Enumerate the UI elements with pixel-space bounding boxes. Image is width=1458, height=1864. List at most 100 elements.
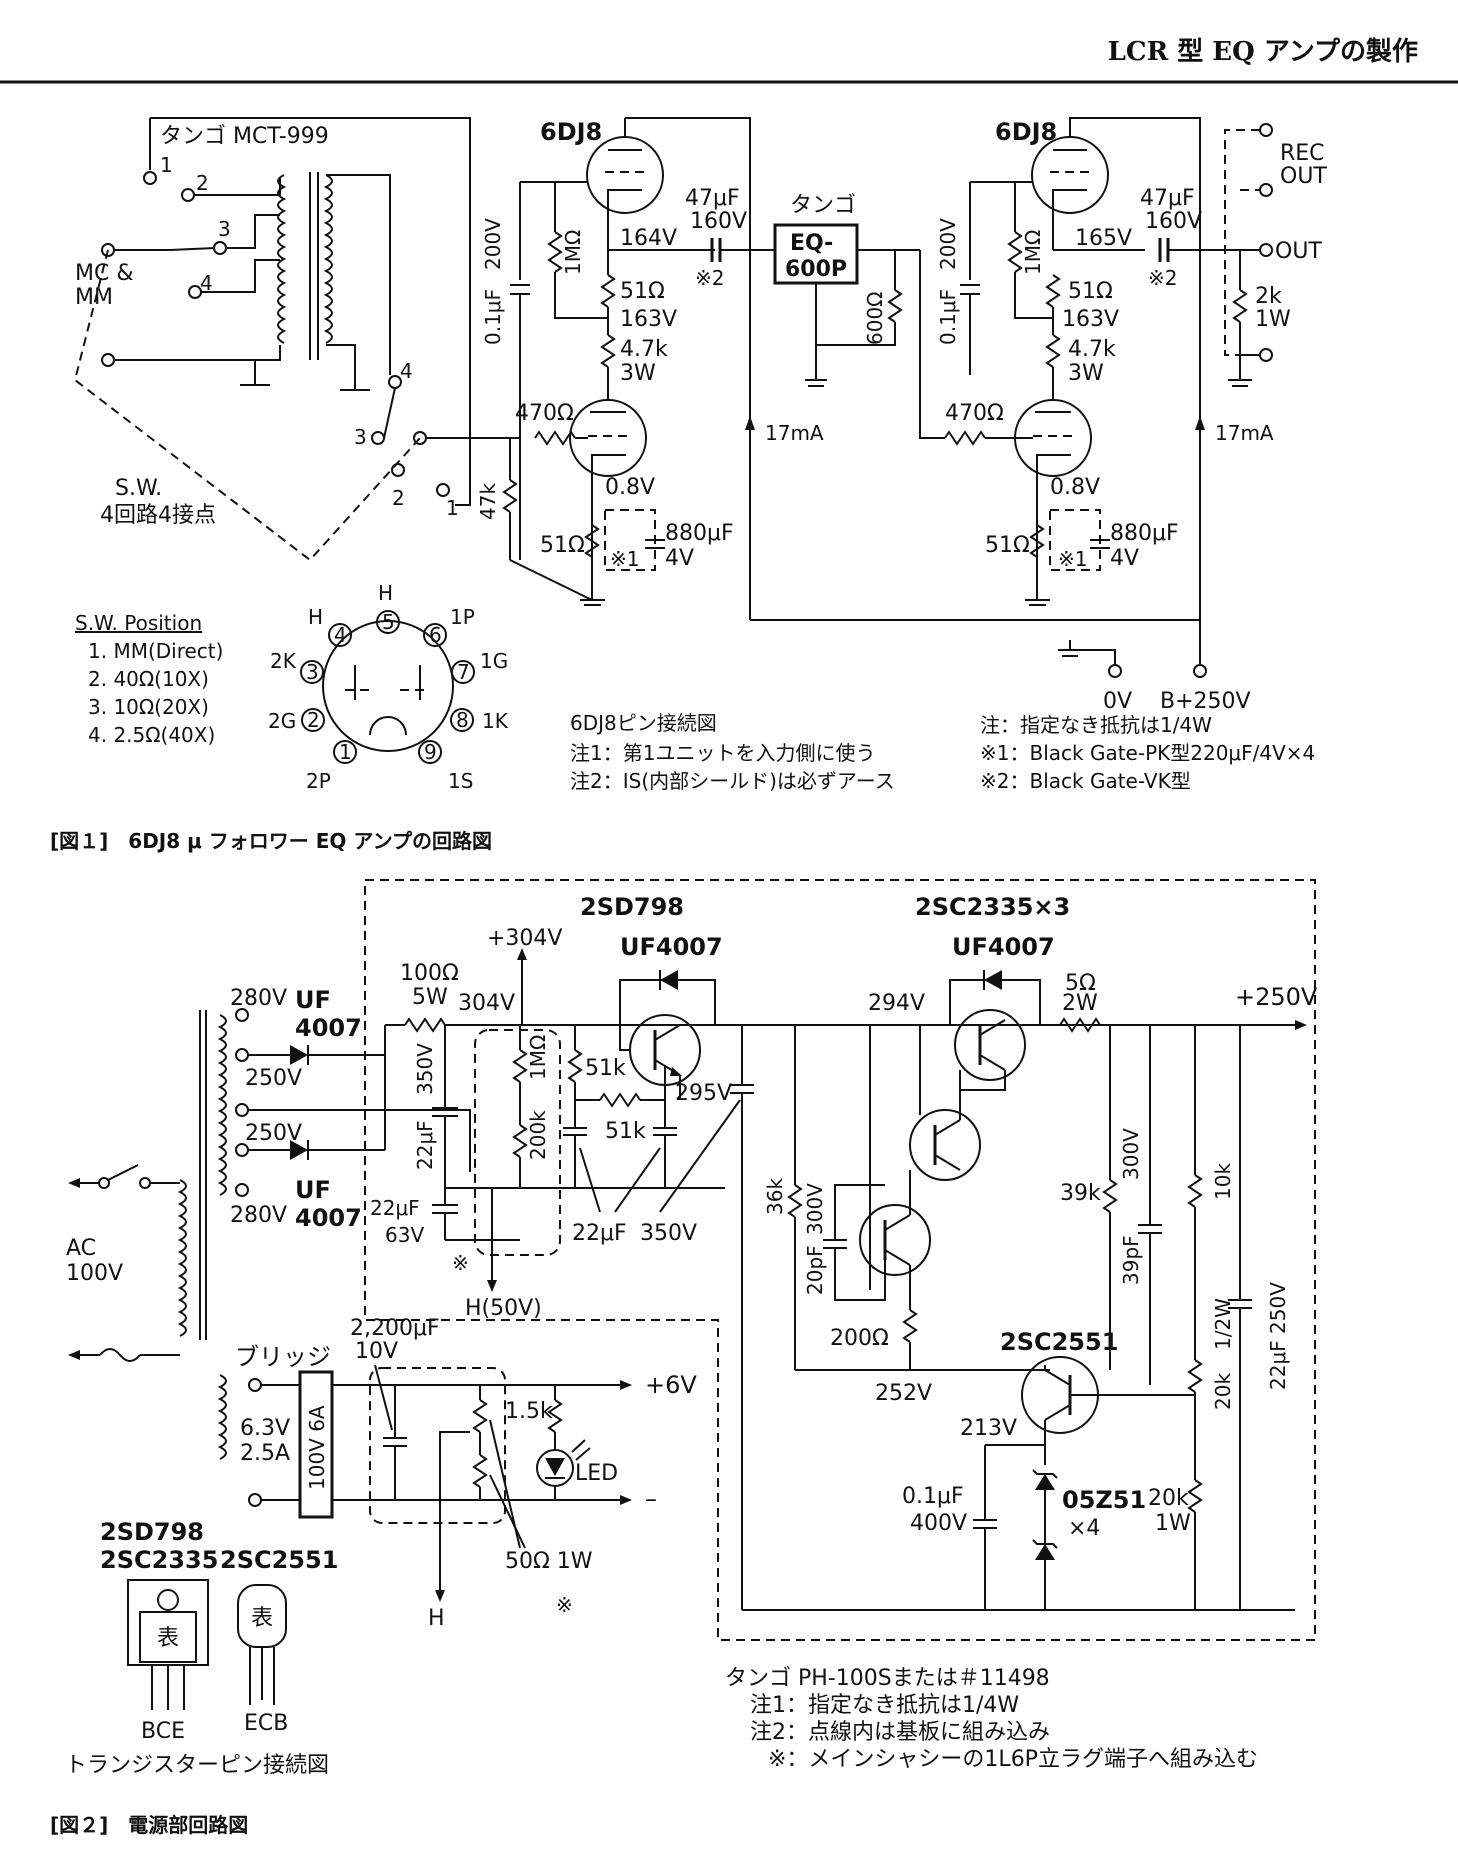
r10k-label: 10k xyxy=(1211,1163,1235,1200)
v295-label: 295V xyxy=(675,1081,732,1106)
input-tap-4: 4 xyxy=(200,271,213,295)
c2200-label: 2,200μF xyxy=(350,1316,440,1341)
c300b-label: 300V xyxy=(1119,1128,1143,1180)
pin-note-title: 6DJ8ピン接続図 xyxy=(570,711,717,735)
current-1: 17mA xyxy=(765,421,824,445)
out-label: OUT xyxy=(1275,239,1322,264)
plus250-label: +250V xyxy=(1235,983,1318,1011)
v08-value: 0.8V xyxy=(605,475,655,500)
pin-label-7: 1G xyxy=(480,649,508,673)
input-tap-3: 3 xyxy=(218,217,231,241)
r51k-a: 51k xyxy=(585,1056,626,1081)
ac-label-1: AC xyxy=(66,1236,96,1261)
switch-label-2: 4回路4接点 xyxy=(100,503,216,528)
pin-number-2: 2 xyxy=(307,708,320,732)
v280b: 280V xyxy=(230,1203,287,1228)
r51b-value: 51Ω xyxy=(540,533,585,558)
c47b-voltage: 160V xyxy=(1145,209,1202,234)
c63-voltage: 63V xyxy=(385,1223,424,1247)
transformer-secondary-coil xyxy=(323,174,333,344)
minus-6v-label: – xyxy=(645,1485,657,1513)
pinout-title: トランジスターピン接続図 xyxy=(65,1753,329,1778)
c880-voltage: 4V xyxy=(665,546,694,571)
mc-mm-label-2: MM xyxy=(75,285,113,310)
r200-label: 200Ω xyxy=(830,1326,889,1351)
pin-label-1: 2P xyxy=(306,769,331,793)
r12w-label: 1/2W xyxy=(1211,1298,1235,1350)
uf4007-a-label: UF4007 xyxy=(620,933,723,961)
c22-350-label: 22μF xyxy=(572,1221,627,1246)
figure-1: タンゴ MCT-999 1 2 3 4 MC & MM xyxy=(50,117,1327,853)
figure-1-caption: [図１] 6DJ8 μ フォロワー EQ アンプの回路図 xyxy=(50,829,492,853)
r470-value: 470Ω xyxy=(515,401,574,426)
r51k-b: 51k xyxy=(605,1119,646,1144)
c22-63: 22μF xyxy=(370,1196,420,1220)
v250a: 250V xyxy=(245,1066,302,1091)
pinout-right-face: 表 xyxy=(251,1606,273,1631)
ac-label-2: 100V xyxy=(66,1261,123,1286)
r1m-value: 1MΩ xyxy=(561,230,585,275)
transistor-2sd798-label: 2SD798 xyxy=(580,893,684,921)
power-transformer xyxy=(177,1010,227,1460)
c880b-note: ※1 xyxy=(1058,547,1087,571)
r50-note: ※ xyxy=(556,1593,573,1617)
plus6v-label: +6V xyxy=(645,1371,697,1399)
pinout-right-name: 2SC2551 xyxy=(220,1546,338,1574)
r47kb-watt: 3W xyxy=(1068,361,1104,386)
ast-h50: ※ xyxy=(452,1251,469,1275)
minus-rail-label: – xyxy=(1250,1595,1262,1623)
rec-out-label-2: OUT xyxy=(1280,164,1327,189)
c47-value: 47μF xyxy=(685,186,740,211)
transistor-2sc2335-c xyxy=(859,1204,931,1276)
tube-6dj8-2-upper xyxy=(1031,136,1109,214)
pinout-left-pins: BCE xyxy=(141,1719,185,1744)
switch-label-1: S.W. xyxy=(115,476,162,501)
pin-label-9: 1S xyxy=(448,769,473,793)
tube-6dj8-1-upper xyxy=(586,136,664,214)
r600-value: 600Ω xyxy=(863,292,887,345)
fig2-note-2: 注2：点線内は基板に組み込み xyxy=(750,1720,1050,1745)
r100-value: 100Ω xyxy=(400,961,459,986)
eq-label-1: タンゴ xyxy=(790,193,856,218)
v163b-value: 163V xyxy=(1062,307,1119,332)
plus304-label: +304V xyxy=(487,926,562,951)
figure-2-caption: [図２] 電源部回路図 xyxy=(50,1813,248,1837)
r5-label: 5Ω xyxy=(1065,971,1096,996)
current-2: 17mA xyxy=(1215,421,1274,445)
v163-value: 163V xyxy=(620,307,677,332)
eq-label-3: 600P xyxy=(785,257,847,282)
transistor-2sc2335-label: 2SC2335×3 xyxy=(915,893,1070,921)
transistor-2sd798 xyxy=(629,1014,701,1086)
pin-number-6: 6 xyxy=(429,623,442,647)
r1m2-value: 1MΩ xyxy=(1021,230,1045,275)
bridge-label: ブリッジ xyxy=(235,1343,331,1371)
sw-position-3: 3. 10Ω(20X) xyxy=(88,695,209,719)
v294-label: 294V xyxy=(868,991,925,1016)
c01b-label: 0.1μF xyxy=(902,1484,964,1509)
v400-label: 400V xyxy=(910,1511,967,1536)
pinout-left-face: 表 xyxy=(157,1626,179,1651)
pinout-left-name-1: 2SD798 xyxy=(100,1518,204,1546)
pin-number-8: 8 xyxy=(456,708,469,732)
v280a: 280V xyxy=(230,986,287,1011)
tube1-label: 6DJ8 xyxy=(540,118,602,146)
switch-contact-4: 4 xyxy=(400,359,413,383)
h-label: H xyxy=(428,1606,445,1631)
r50-label: 50Ω 1W xyxy=(505,1549,593,1574)
switch-contact-2: 2 xyxy=(392,486,405,510)
r47kb-value: 4.7k xyxy=(1068,337,1116,362)
sw-position-4: 4. 2.5Ω(40X) xyxy=(88,723,215,747)
pin-number-7: 7 xyxy=(457,660,470,684)
r20k1w-label: 20k xyxy=(1148,1486,1189,1511)
c880b-voltage: 4V xyxy=(1110,546,1139,571)
c2200-voltage: 10V xyxy=(355,1339,398,1364)
r200k-b: 200k xyxy=(526,1110,550,1160)
r51d-value: 51Ω xyxy=(985,533,1030,558)
bplus-label: B+250V xyxy=(1160,689,1251,714)
pin-note-1: 注1：第1ユニットを入力側に使う xyxy=(570,741,875,765)
c300a-label: 300V xyxy=(803,1183,827,1235)
switch-contact-1: 1 xyxy=(446,496,459,520)
r47k-value: 4.7k xyxy=(620,337,668,362)
pin-number-4: 4 xyxy=(334,623,347,647)
transistor-2sc2335-b xyxy=(909,1109,981,1181)
